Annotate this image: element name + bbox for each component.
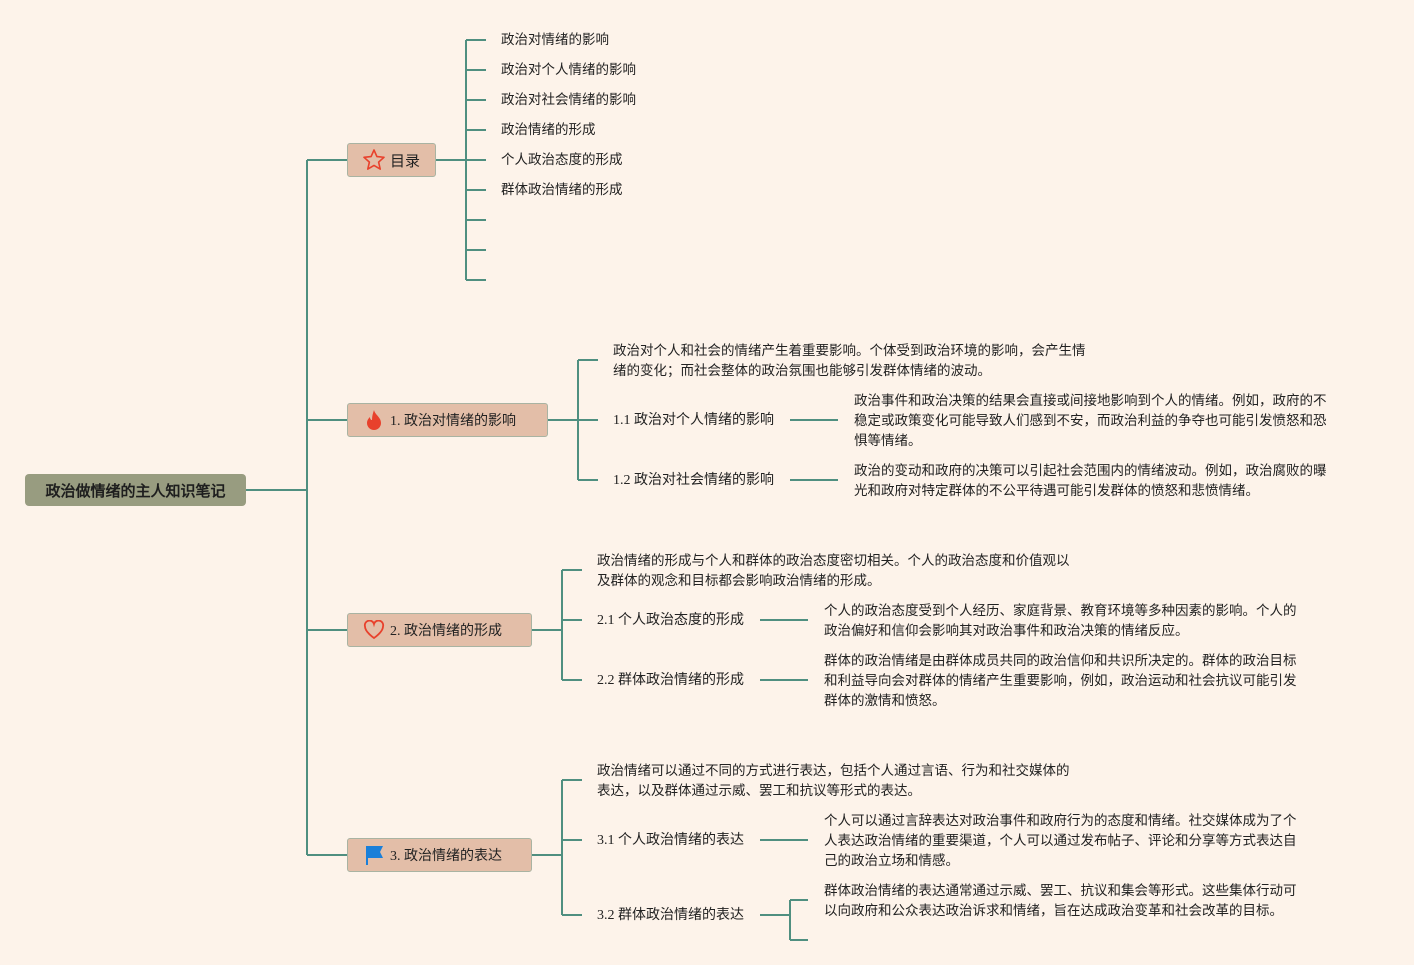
subtopic-3-1[interactable]: 3.1 个人政治情绪的表达: [597, 833, 744, 848]
subtopic-2-2[interactable]: 2.2 群体政治情绪的形成: [597, 673, 744, 688]
toc-item[interactable]: 政治情绪的形成: [501, 122, 596, 138]
star-icon: [362, 148, 386, 172]
toc-item[interactable]: 政治对社会情绪的影响: [501, 92, 636, 108]
section-1-intro: 政治对个人和社会的情绪产生着重要影响。个体受到政治环境的影响，会产生情绪的变化；…: [613, 343, 1086, 379]
subtopic-2-1-desc: 个人的政治态度受到个人经历、家庭背景、教育环境等多种因素的影响。个人的政治偏好和…: [824, 603, 1297, 639]
subtopic-1-2-desc: 政治的变动和政府的决策可以引起社会范围内的情绪波动。例如，政治腐败的曝光和政府对…: [854, 463, 1327, 499]
subtopic-3-2-desc: 群体政治情绪的表达通常通过示威、罢工、抗议和集会等形式。这些集体行动可以向政府和…: [824, 883, 1297, 919]
section-1-label: 1. 政治对情绪的影响: [390, 414, 516, 429]
subtopic-3-1-desc: 个人可以通过言辞表达对政治事件和政府行为的态度和情绪。社交媒体成为了个人表达政治…: [824, 813, 1297, 869]
subtopic-2-2-desc: 群体的政治情绪是由群体成员共同的政治信仰和共识所决定的。群体的政治目标和利益导向…: [824, 653, 1297, 709]
section-3-node[interactable]: 3. 政治情绪的表达: [347, 838, 532, 872]
subtopic-2-1[interactable]: 2.1 个人政治态度的形成: [597, 613, 744, 628]
toc-item[interactable]: 群体政治情绪的形成: [501, 182, 623, 198]
subtopic-1-1-desc: 政治事件和政治决策的结果会直接或间接地影响到个人的情绪。例如，政府的不稳定或政策…: [854, 393, 1327, 449]
toc-item[interactable]: 政治对个人情绪的影响: [501, 62, 636, 78]
subtopic-3-2[interactable]: 3.2 群体政治情绪的表达: [597, 908, 744, 923]
toc-node[interactable]: 目录: [347, 143, 436, 177]
fire-icon: [362, 408, 386, 432]
toc-item[interactable]: 个人政治态度的形成: [501, 152, 623, 168]
subtopic-1-2[interactable]: 1.2 政治对社会情绪的影响: [613, 473, 774, 488]
root-topic[interactable]: 政治做情绪的主人知识笔记: [25, 474, 246, 506]
subtopic-1-1[interactable]: 1.1 政治对个人情绪的影响: [613, 413, 774, 428]
section-2-label: 2. 政治情绪的形成: [390, 624, 502, 639]
flag-icon: [362, 843, 386, 867]
section-2-node[interactable]: 2. 政治情绪的形成: [347, 613, 532, 647]
heart-icon: [362, 618, 386, 642]
section-3-intro: 政治情绪可以通过不同的方式进行表达，包括个人通过言语、行为和社交媒体的表达，以及…: [597, 763, 1070, 799]
section-3-label: 3. 政治情绪的表达: [390, 849, 502, 864]
section-1-node[interactable]: 1. 政治对情绪的影响: [347, 403, 548, 437]
section-2-intro: 政治情绪的形成与个人和群体的政治态度密切相关。个人的政治态度和价值观以及群体的观…: [597, 553, 1070, 589]
toc-label: 目录: [390, 151, 421, 170]
root-title: 政治做情绪的主人知识笔记: [45, 481, 226, 500]
toc-item[interactable]: 政治对情绪的影响: [501, 32, 609, 48]
